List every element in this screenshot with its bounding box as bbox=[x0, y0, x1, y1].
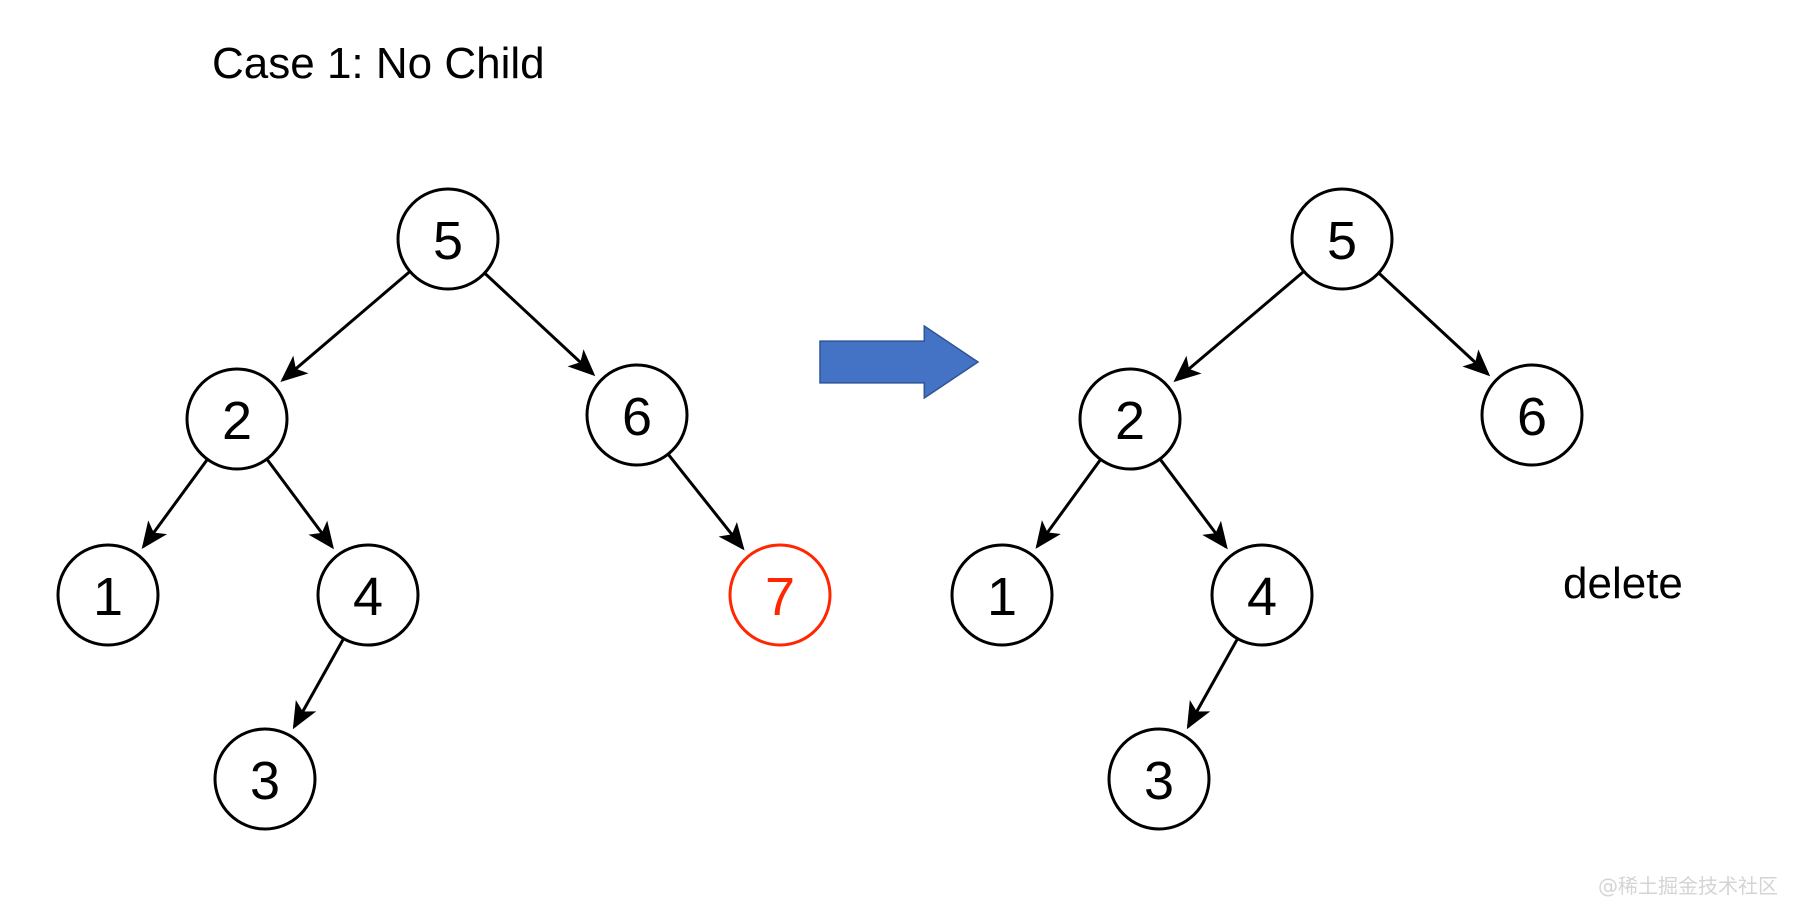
watermark: @稀土掘金技术社区 bbox=[1598, 874, 1778, 898]
node-circle-1 bbox=[950, 543, 1054, 647]
tree-node-6[interactable]: 6 bbox=[585, 363, 689, 467]
tree-edge-5-to-2 bbox=[280, 270, 411, 383]
node-label-4: 4 bbox=[1247, 567, 1277, 627]
node-label-4: 4 bbox=[353, 567, 383, 627]
delete-annotation-label: delete bbox=[1563, 559, 1683, 608]
tree-node-7[interactable]: 7 bbox=[728, 543, 832, 647]
node-label-6: 6 bbox=[622, 387, 652, 447]
page-title: Case 1: No Child bbox=[212, 39, 545, 88]
node-circle-1 bbox=[56, 543, 160, 647]
node-circle-3 bbox=[1107, 727, 1211, 831]
node-label-7: 7 bbox=[765, 567, 795, 627]
node-circle-3 bbox=[213, 727, 317, 831]
tree-edge-5-to-6 bbox=[484, 272, 596, 377]
tree-edge-2-to-1 bbox=[1035, 459, 1102, 549]
tree-node-5[interactable]: 5 bbox=[396, 187, 500, 291]
tree-node-4[interactable]: 4 bbox=[316, 543, 420, 647]
node-label-5: 5 bbox=[1327, 211, 1357, 271]
tree-node-2[interactable]: 2 bbox=[1078, 367, 1182, 471]
tree-edge-5-to-2 bbox=[1173, 270, 1305, 383]
right-arrow-icon bbox=[819, 324, 980, 400]
tree-node-3[interactable]: 3 bbox=[213, 727, 317, 831]
tree-edge-5-to-6 bbox=[1378, 272, 1491, 377]
tree-edge-4-to-3 bbox=[1186, 638, 1239, 730]
tree-node-2[interactable]: 2 bbox=[185, 367, 289, 471]
tree-edge-2-to-4 bbox=[266, 459, 334, 550]
node-label-3: 3 bbox=[1144, 751, 1174, 811]
node-label-1: 1 bbox=[93, 567, 123, 627]
node-label-2: 2 bbox=[222, 391, 252, 451]
node-label-2: 2 bbox=[1115, 391, 1145, 451]
tree-node-5[interactable]: 5 bbox=[1290, 187, 1394, 291]
tree-edge-2-to-1 bbox=[141, 459, 209, 550]
node-circle-2 bbox=[1078, 367, 1182, 471]
tree-edge-4-to-3 bbox=[292, 638, 345, 730]
node-circle-7 bbox=[728, 543, 832, 647]
tree-node-1[interactable]: 1 bbox=[56, 543, 160, 647]
tree-edge-6-to-7 bbox=[667, 453, 745, 551]
node-circle-4 bbox=[316, 543, 420, 647]
tree-node-1[interactable]: 1 bbox=[950, 543, 1054, 647]
tree-before: 5 2 6 1 4 3 7 bbox=[56, 187, 832, 831]
node-label-1: 1 bbox=[987, 567, 1017, 627]
node-circle-4 bbox=[1210, 543, 1314, 647]
node-label-3: 3 bbox=[250, 751, 280, 811]
node-circle-6 bbox=[1480, 363, 1584, 467]
node-circle-6 bbox=[585, 363, 689, 467]
tree-after: 5 2 6 1 4 3 bbox=[950, 187, 1584, 831]
tree-node-4[interactable]: 4 bbox=[1210, 543, 1314, 647]
node-label-5: 5 bbox=[433, 211, 463, 271]
node-circle-5 bbox=[396, 187, 500, 291]
tree-node-3[interactable]: 3 bbox=[1107, 727, 1211, 831]
node-circle-2 bbox=[185, 367, 289, 471]
node-label-6: 6 bbox=[1517, 387, 1547, 447]
node-circle-5 bbox=[1290, 187, 1394, 291]
transition-arrow bbox=[819, 324, 980, 400]
tree-node-6[interactable]: 6 bbox=[1480, 363, 1584, 467]
tree-edge-2-to-4 bbox=[1159, 458, 1228, 550]
